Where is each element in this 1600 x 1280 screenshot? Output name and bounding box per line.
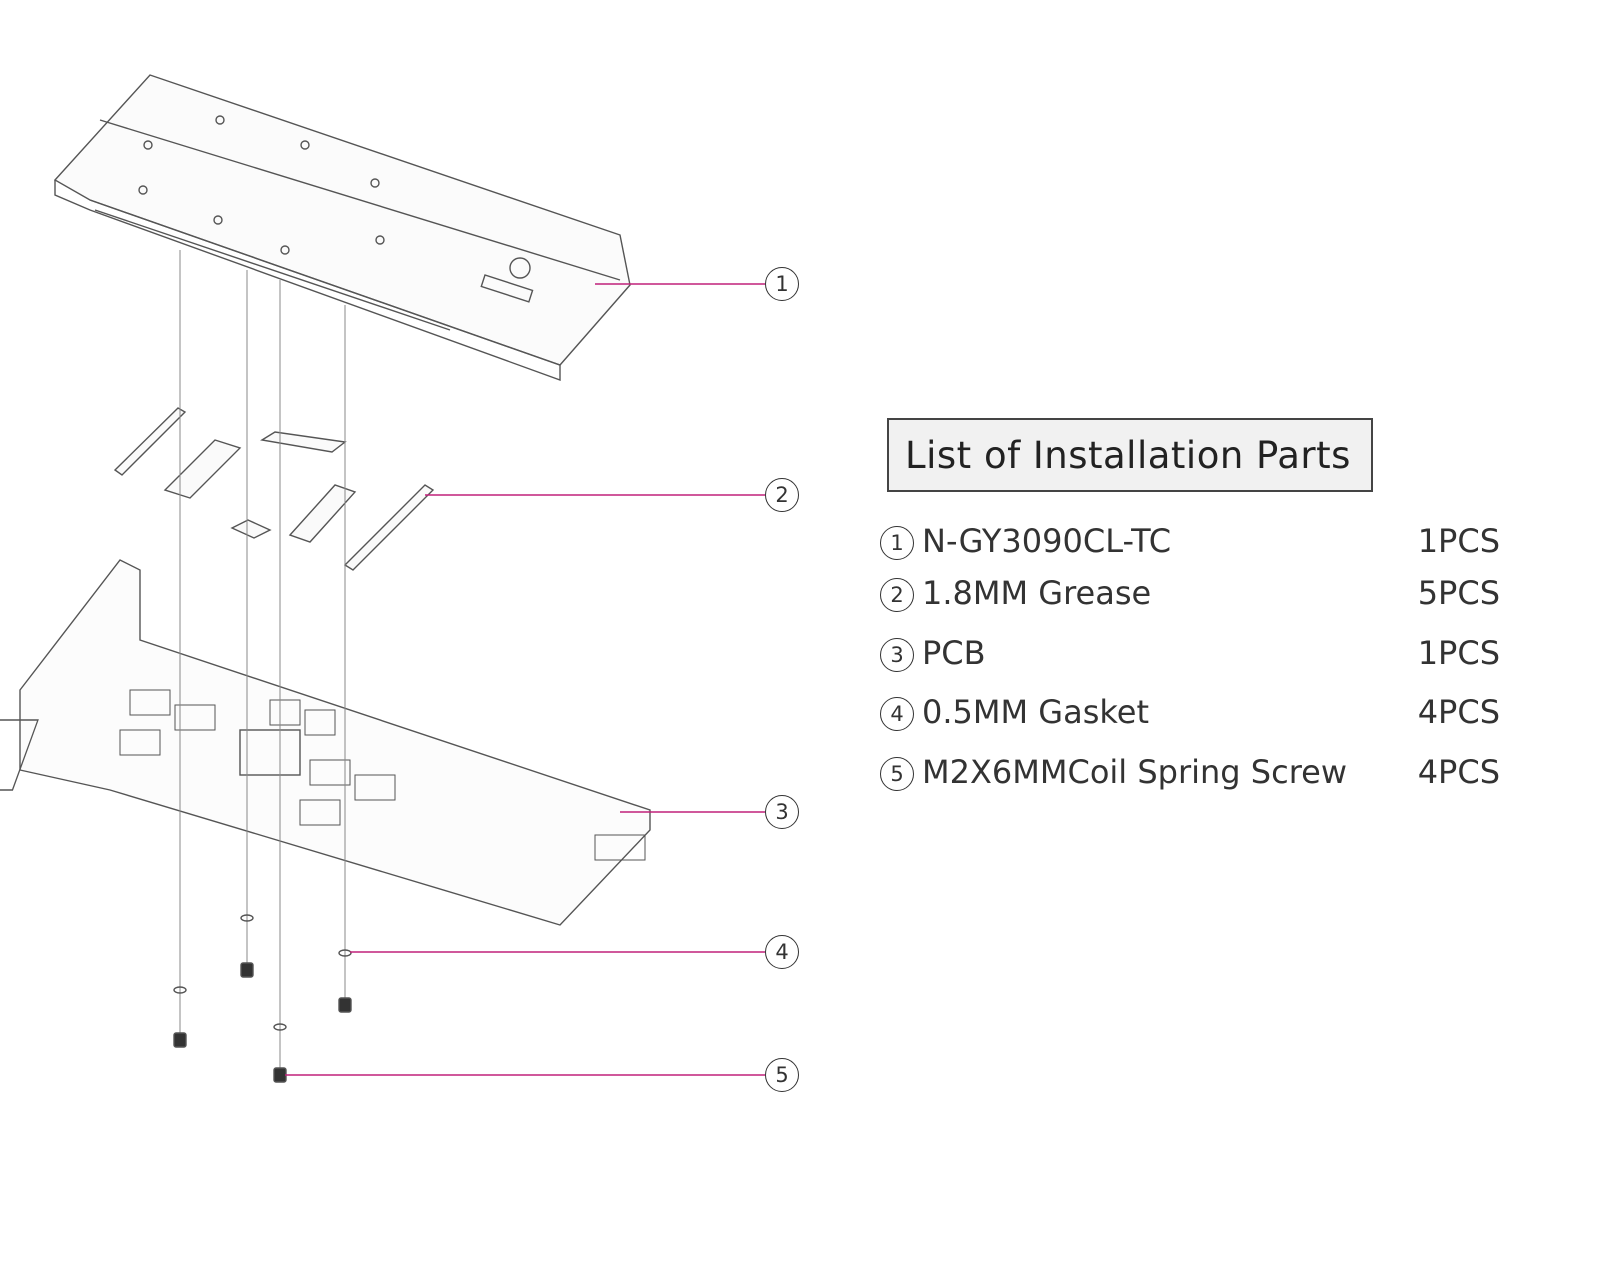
leader-lines — [285, 283, 765, 1076]
part-number: 5 — [880, 757, 914, 791]
part-row: 5 M2X6MMCoil Spring Screw 4PCS — [880, 753, 1520, 803]
part-name: 0.5MM Gasket — [922, 693, 1149, 731]
water-block — [53, 74, 631, 381]
part-quantity: 5PCS — [1417, 574, 1500, 612]
part-number: 2 — [880, 578, 914, 612]
part-name: M2X6MMCoil Spring Screw — [922, 753, 1347, 791]
pcb — [0, 559, 651, 926]
part-number: 1 — [880, 526, 914, 560]
part-quantity: 4PCS — [1417, 693, 1500, 731]
part-row: 4 0.5MM Gasket 4PCS — [880, 693, 1520, 743]
part-name: N-GY3090CL-TC — [922, 522, 1172, 560]
screws — [173, 962, 352, 1083]
part-name: PCB — [922, 634, 986, 672]
gaskets — [173, 914, 352, 1031]
callout-3: 3 — [765, 795, 799, 829]
callout-1: 1 — [765, 267, 799, 301]
exploded-diagram — [0, 74, 765, 1083]
thermal-pads — [113, 407, 435, 571]
callout-5: 5 — [765, 1058, 799, 1092]
part-row: 3 PCB 1PCS — [880, 634, 1520, 684]
part-quantity: 1PCS — [1417, 522, 1500, 560]
part-row: 2 1.8MM Grease 5PCS — [880, 574, 1520, 624]
part-quantity: 1PCS — [1417, 634, 1500, 672]
part-number: 3 — [880, 638, 914, 672]
parts-list-title: List of Installation Parts — [887, 418, 1373, 492]
callout-2: 2 — [765, 478, 799, 512]
part-number: 4 — [880, 697, 914, 731]
callout-4: 4 — [765, 935, 799, 969]
part-name: 1.8MM Grease — [922, 574, 1152, 612]
part-quantity: 4PCS — [1417, 753, 1500, 791]
part-row: 1 N-GY3090CL-TC 1PCS — [880, 522, 1520, 572]
